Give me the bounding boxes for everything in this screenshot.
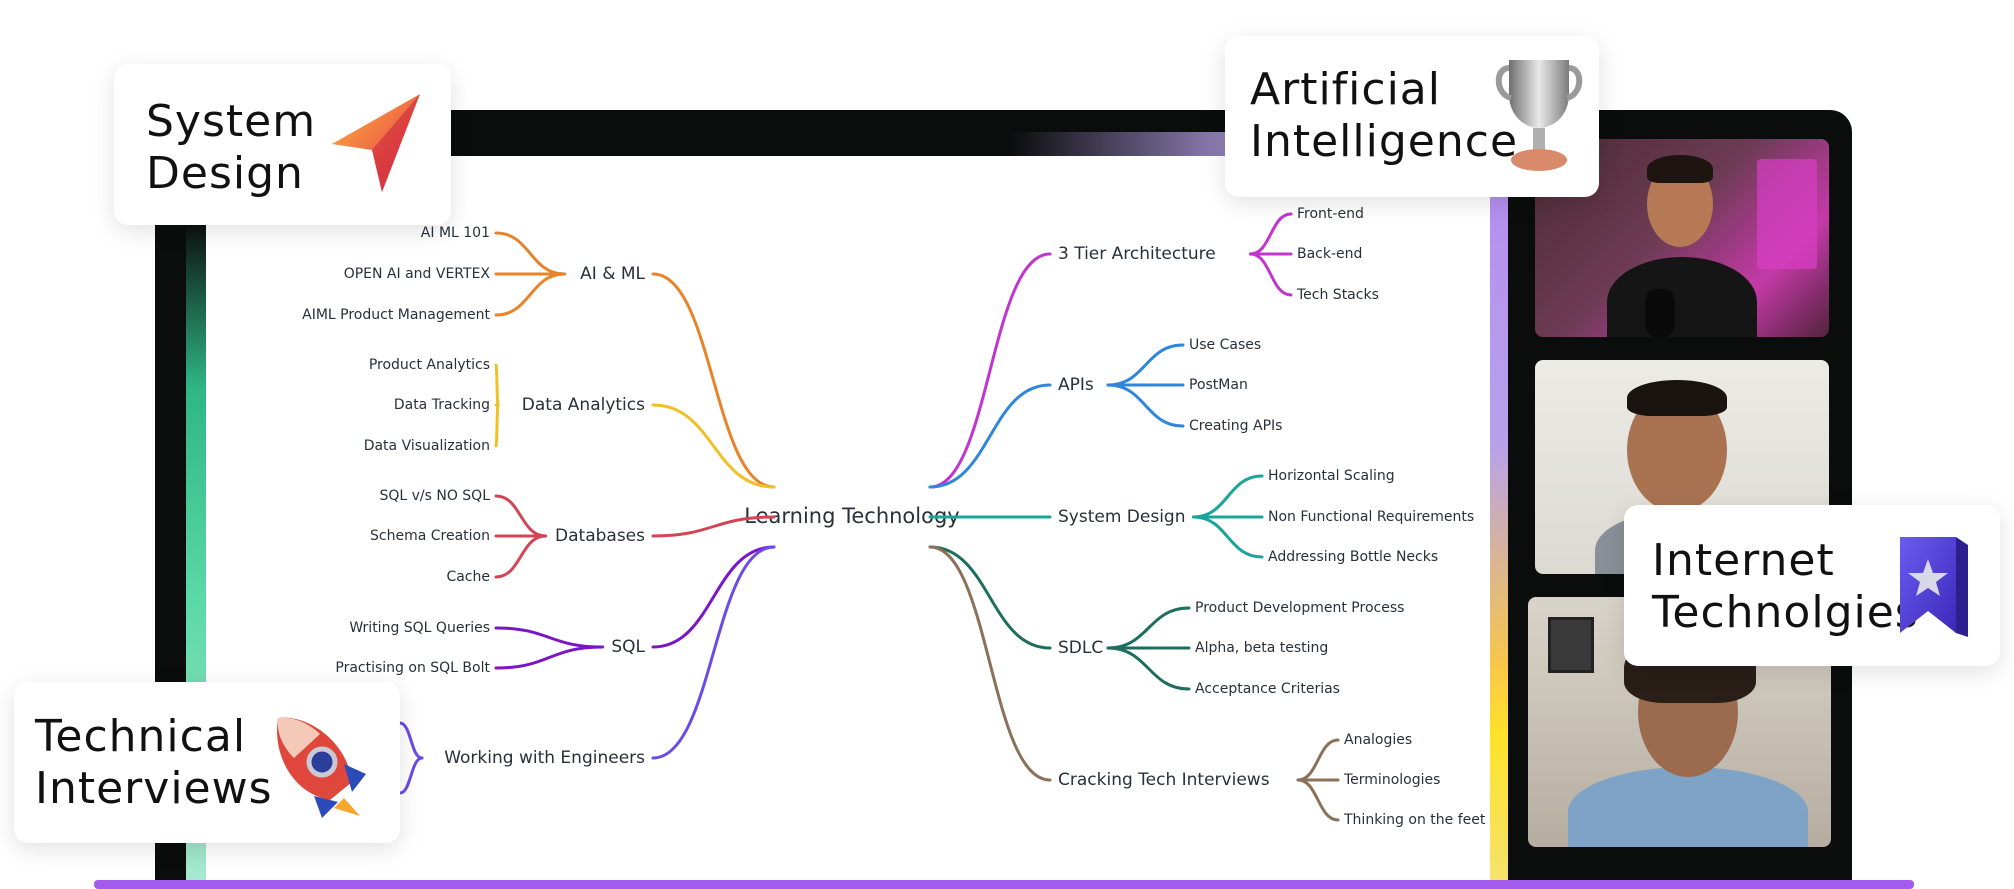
person-hair xyxy=(1647,155,1713,183)
card-technical-interviews[interactable]: Technical Interviews xyxy=(14,682,400,843)
rocket-icon xyxy=(277,717,366,818)
card-system-design[interactable]: System Design xyxy=(114,64,451,225)
card-title: Artificial Intelligence xyxy=(1250,64,1519,167)
trophy-icon xyxy=(1495,60,1583,171)
paper-plane-icon xyxy=(332,94,420,192)
bottom-accent-bar xyxy=(94,880,1914,889)
right-accent-strip xyxy=(1490,156,1508,880)
person-hair xyxy=(1627,380,1727,416)
card-title: Internet Technolgies xyxy=(1652,535,1919,638)
person-body xyxy=(1568,767,1808,847)
wall-frame xyxy=(1548,617,1594,673)
card-title: Technical Interviews xyxy=(35,711,273,814)
person-body xyxy=(1607,257,1757,337)
bookmark-star-icon xyxy=(1900,537,1968,637)
card-internet-technologies[interactable]: Internet Technolgies xyxy=(1624,505,2000,666)
microphone xyxy=(1645,289,1675,337)
card-title: System Design xyxy=(146,96,317,199)
card-artificial-intelligence[interactable]: Artificial Intelligence xyxy=(1225,36,1599,197)
background-shelf xyxy=(1757,159,1817,269)
